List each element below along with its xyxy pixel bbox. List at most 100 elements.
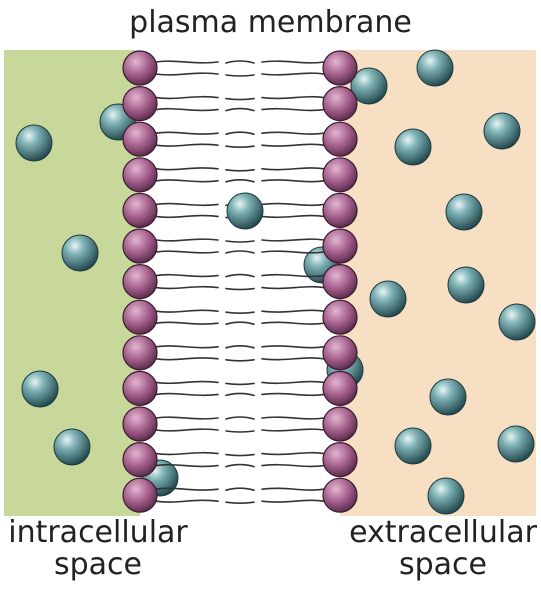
phospholipid-head — [122, 442, 158, 478]
lipid-tail — [261, 321, 325, 325]
lipid-tail — [155, 285, 219, 290]
lipid-tail — [261, 463, 325, 468]
lipid-tail — [261, 72, 325, 76]
lipid-tail — [261, 95, 325, 100]
lipid-tail — [225, 60, 255, 64]
lipid-tail — [261, 273, 325, 278]
molecule — [226, 192, 264, 230]
phospholipid-head — [322, 50, 358, 86]
molecule — [15, 124, 53, 162]
phospholipid-head — [122, 192, 158, 228]
lipid-tail — [225, 250, 255, 254]
phospholipid-head — [322, 264, 358, 300]
lipid-tail — [225, 179, 255, 183]
phospholipid-head — [322, 121, 358, 157]
lipid-tail — [225, 501, 255, 504]
lipid-tail — [261, 167, 325, 171]
phospholipid-head — [122, 157, 158, 193]
molecule — [416, 49, 454, 87]
lipid-tail — [261, 309, 325, 313]
phospholipid-head — [122, 335, 158, 371]
lipid-tail — [155, 107, 219, 112]
lipid-tail — [155, 60, 219, 64]
lipid-tail — [225, 430, 255, 433]
lipid-tail — [261, 107, 325, 112]
lipid-tail — [225, 107, 255, 112]
lipid-tail — [155, 131, 219, 135]
intracellular-label-line1: intracellular — [8, 515, 188, 550]
phospholipid-head — [322, 477, 358, 513]
lipid-tail — [261, 357, 325, 361]
molecule — [497, 425, 535, 463]
lipid-tail — [261, 345, 325, 349]
lipid-tail — [155, 487, 219, 491]
lipid-tail — [261, 380, 325, 385]
lipid-tail — [155, 273, 219, 278]
phospholipid-head — [322, 335, 358, 371]
lipid-tail — [261, 214, 325, 219]
lipid-tail — [225, 321, 255, 325]
molecule — [53, 428, 91, 466]
lipid-tail — [155, 392, 219, 397]
lipid-tail — [225, 345, 255, 349]
lipid-tail — [155, 428, 219, 432]
lipid-tail — [155, 95, 219, 100]
lipid-tail — [225, 416, 255, 420]
lipid-tail — [155, 72, 219, 76]
phospholipid-head — [322, 370, 358, 406]
phospholipid-head — [322, 192, 358, 228]
lipid-tail — [225, 145, 255, 148]
lipid-tail — [225, 97, 255, 101]
molecule — [369, 280, 407, 318]
lipid-tail — [225, 311, 255, 314]
molecule — [429, 378, 467, 416]
lipid-tail — [261, 179, 325, 183]
lipid-tail — [225, 169, 255, 172]
lipid-tail — [261, 499, 325, 503]
lipid-tail — [155, 238, 219, 242]
phospholipid-head — [122, 370, 158, 406]
lipid-tail — [155, 179, 219, 183]
lipid-tail — [225, 287, 255, 291]
molecule — [483, 112, 521, 150]
lipid-tail — [155, 463, 219, 468]
lipid-tail — [225, 453, 255, 457]
lipid-tail — [225, 382, 255, 386]
lipid-tail — [261, 131, 325, 135]
lipid-tail — [261, 451, 325, 456]
phospholipid-head — [322, 406, 358, 442]
lipid-tail — [261, 428, 325, 432]
plasma-membrane-label: plasma membrane — [129, 5, 412, 40]
lipid-tail — [155, 167, 219, 171]
lipid-tail — [225, 131, 255, 135]
lipid-tail — [261, 416, 325, 420]
lipid-tail — [261, 250, 325, 254]
lipid-tail — [155, 214, 219, 219]
phospholipid-head — [122, 121, 158, 157]
molecule — [394, 427, 432, 465]
lipid-tail — [155, 202, 219, 207]
lipid-tail — [225, 463, 255, 468]
lipid-tail — [225, 74, 255, 77]
extracellular-label-line2: space — [398, 547, 487, 582]
lipid-tail — [155, 143, 219, 147]
lipid-tail — [155, 380, 219, 385]
lipid-tail — [225, 487, 255, 491]
intracellular-space-label: intracellular space — [0, 517, 196, 581]
lipid-tail — [155, 451, 219, 456]
molecule — [61, 234, 99, 272]
lipid-tail — [261, 238, 325, 242]
phospholipid-head — [122, 299, 158, 335]
lipid-tail — [155, 321, 219, 325]
molecule — [21, 370, 59, 408]
phospholipid-head — [122, 264, 158, 300]
molecule — [445, 193, 483, 231]
extracellular-space-label: extracellular space — [345, 517, 541, 581]
molecule — [427, 477, 465, 515]
lipid-tail — [261, 285, 325, 290]
lipid-tail — [155, 499, 219, 503]
lipid-tail — [225, 240, 255, 243]
phospholipid-head — [322, 442, 358, 478]
